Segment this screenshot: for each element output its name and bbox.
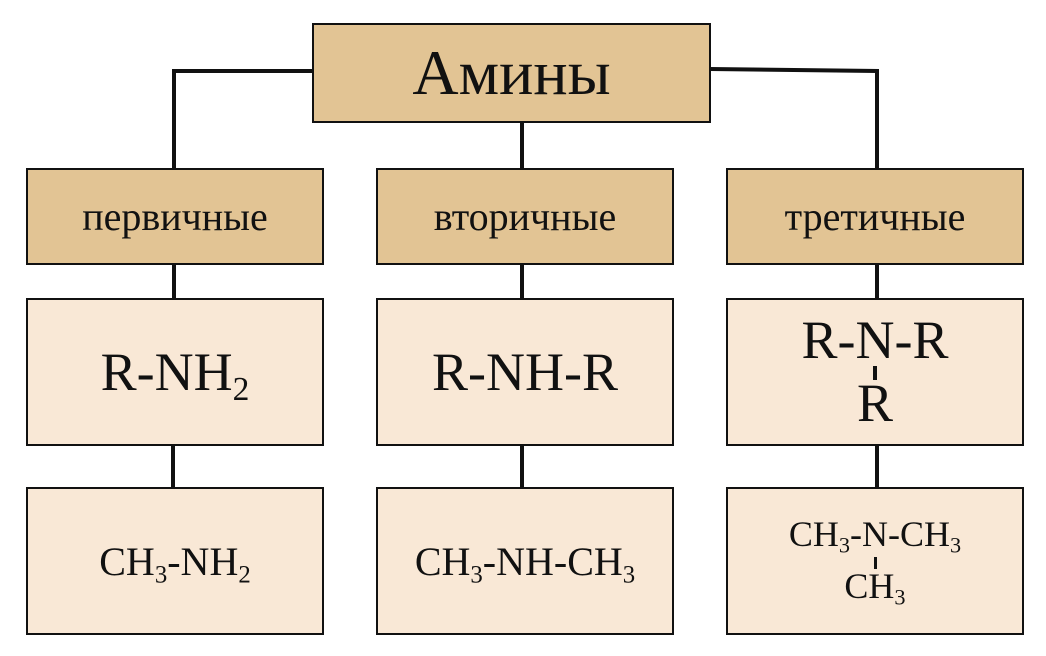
root-label: Амины <box>412 37 611 108</box>
formula-secondary: R-NH-R <box>432 342 618 402</box>
bond-line <box>873 366 877 380</box>
formula-tertiary-top: R-N-R <box>801 309 949 370</box>
category-primary-label: первичные <box>82 194 268 239</box>
example-secondary-formula: CH3-NH-CH3 <box>414 538 636 588</box>
example-tertiary-formula: CH3-N-CH3 CH3 <box>788 514 962 610</box>
example-secondary: CH3-NH-CH3 <box>376 487 674 635</box>
root-box: Амины <box>312 23 711 123</box>
connector-root-left <box>172 69 312 168</box>
example-tertiary: CH3-N-CH3 CH3 <box>726 487 1024 635</box>
connector-root-right <box>709 67 879 168</box>
formula-primary: R-NH2 <box>100 342 250 409</box>
formula-tertiary-branch: R <box>856 373 894 433</box>
category-primary: первичные <box>26 168 324 265</box>
general-formula-tertiary: R-N-R R <box>726 298 1024 446</box>
bond-line <box>873 557 877 569</box>
example-tertiary-branch: CH3 <box>844 566 906 610</box>
category-secondary: вторичные <box>376 168 674 265</box>
general-formula-primary: R-NH2 <box>26 298 324 446</box>
formula-tertiary: R-N-R R <box>801 309 949 433</box>
category-secondary-label: вторичные <box>433 194 617 239</box>
example-primary-formula: CH3-NH2 <box>99 538 251 588</box>
general-formula-secondary: R-NH-R <box>376 298 674 446</box>
category-tertiary: третичные <box>726 168 1024 265</box>
category-tertiary-label: третичные <box>784 194 966 239</box>
example-primary: CH3-NH2 <box>26 487 324 635</box>
example-tertiary-top: CH3-N-CH3 <box>788 514 962 559</box>
